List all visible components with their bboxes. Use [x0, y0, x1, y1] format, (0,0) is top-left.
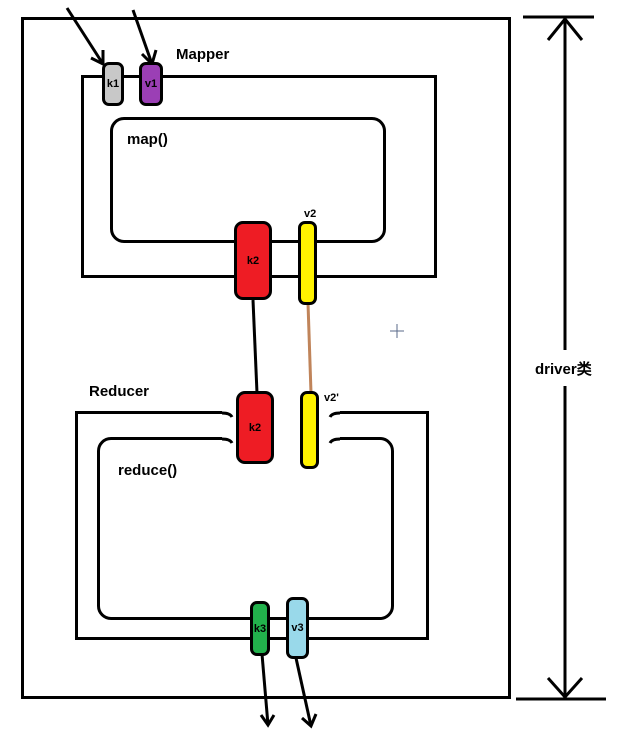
value-v1-label: v1 [144, 78, 158, 90]
key-k1: k1 [102, 62, 124, 106]
value-v2-mapper [298, 221, 317, 305]
mapper-title: Mapper [176, 46, 230, 63]
output-arrow-v3 [294, 657, 318, 729]
reduce-method-label: reduce() [118, 462, 178, 479]
key-k2-mapper: k2 [234, 221, 272, 300]
crosshair-cursor-icon [390, 324, 404, 338]
v2-connector [306, 302, 313, 394]
input-arrow-k1 [65, 7, 105, 67]
reducer-notch-right [328, 411, 341, 418]
map-method-label: map() [127, 131, 168, 148]
key-k2-reducer: k2 [236, 391, 274, 464]
value-v3: v3 [286, 597, 309, 659]
output-arrow-k3 [259, 653, 276, 728]
reduce-notch-right [328, 437, 341, 444]
reduce-opening [222, 435, 340, 443]
key-k2-mapper-label: k2 [246, 254, 260, 267]
driver-label: driver类 [535, 361, 592, 378]
value-v2-prime-label: v2' [324, 392, 339, 404]
value-v2-prime-reducer [300, 391, 319, 469]
driver-dimension-arrow [516, 15, 606, 701]
reduce-notch-left [221, 437, 234, 444]
reducer-notch-left [221, 411, 234, 418]
key-k1-label: k1 [106, 78, 120, 90]
value-v3-label: v3 [291, 622, 304, 634]
key-k3: k3 [250, 601, 270, 656]
key-k2-reducer-label: k2 [248, 421, 262, 434]
value-v1: v1 [139, 62, 163, 106]
reducer-title: Reducer [89, 383, 150, 400]
input-arrow-v1 [131, 9, 158, 67]
k2-connector [251, 299, 259, 394]
reducer-opening [222, 409, 340, 417]
value-v2-mapper-label: v2 [304, 208, 317, 220]
key-k3-label: k3 [253, 622, 267, 635]
